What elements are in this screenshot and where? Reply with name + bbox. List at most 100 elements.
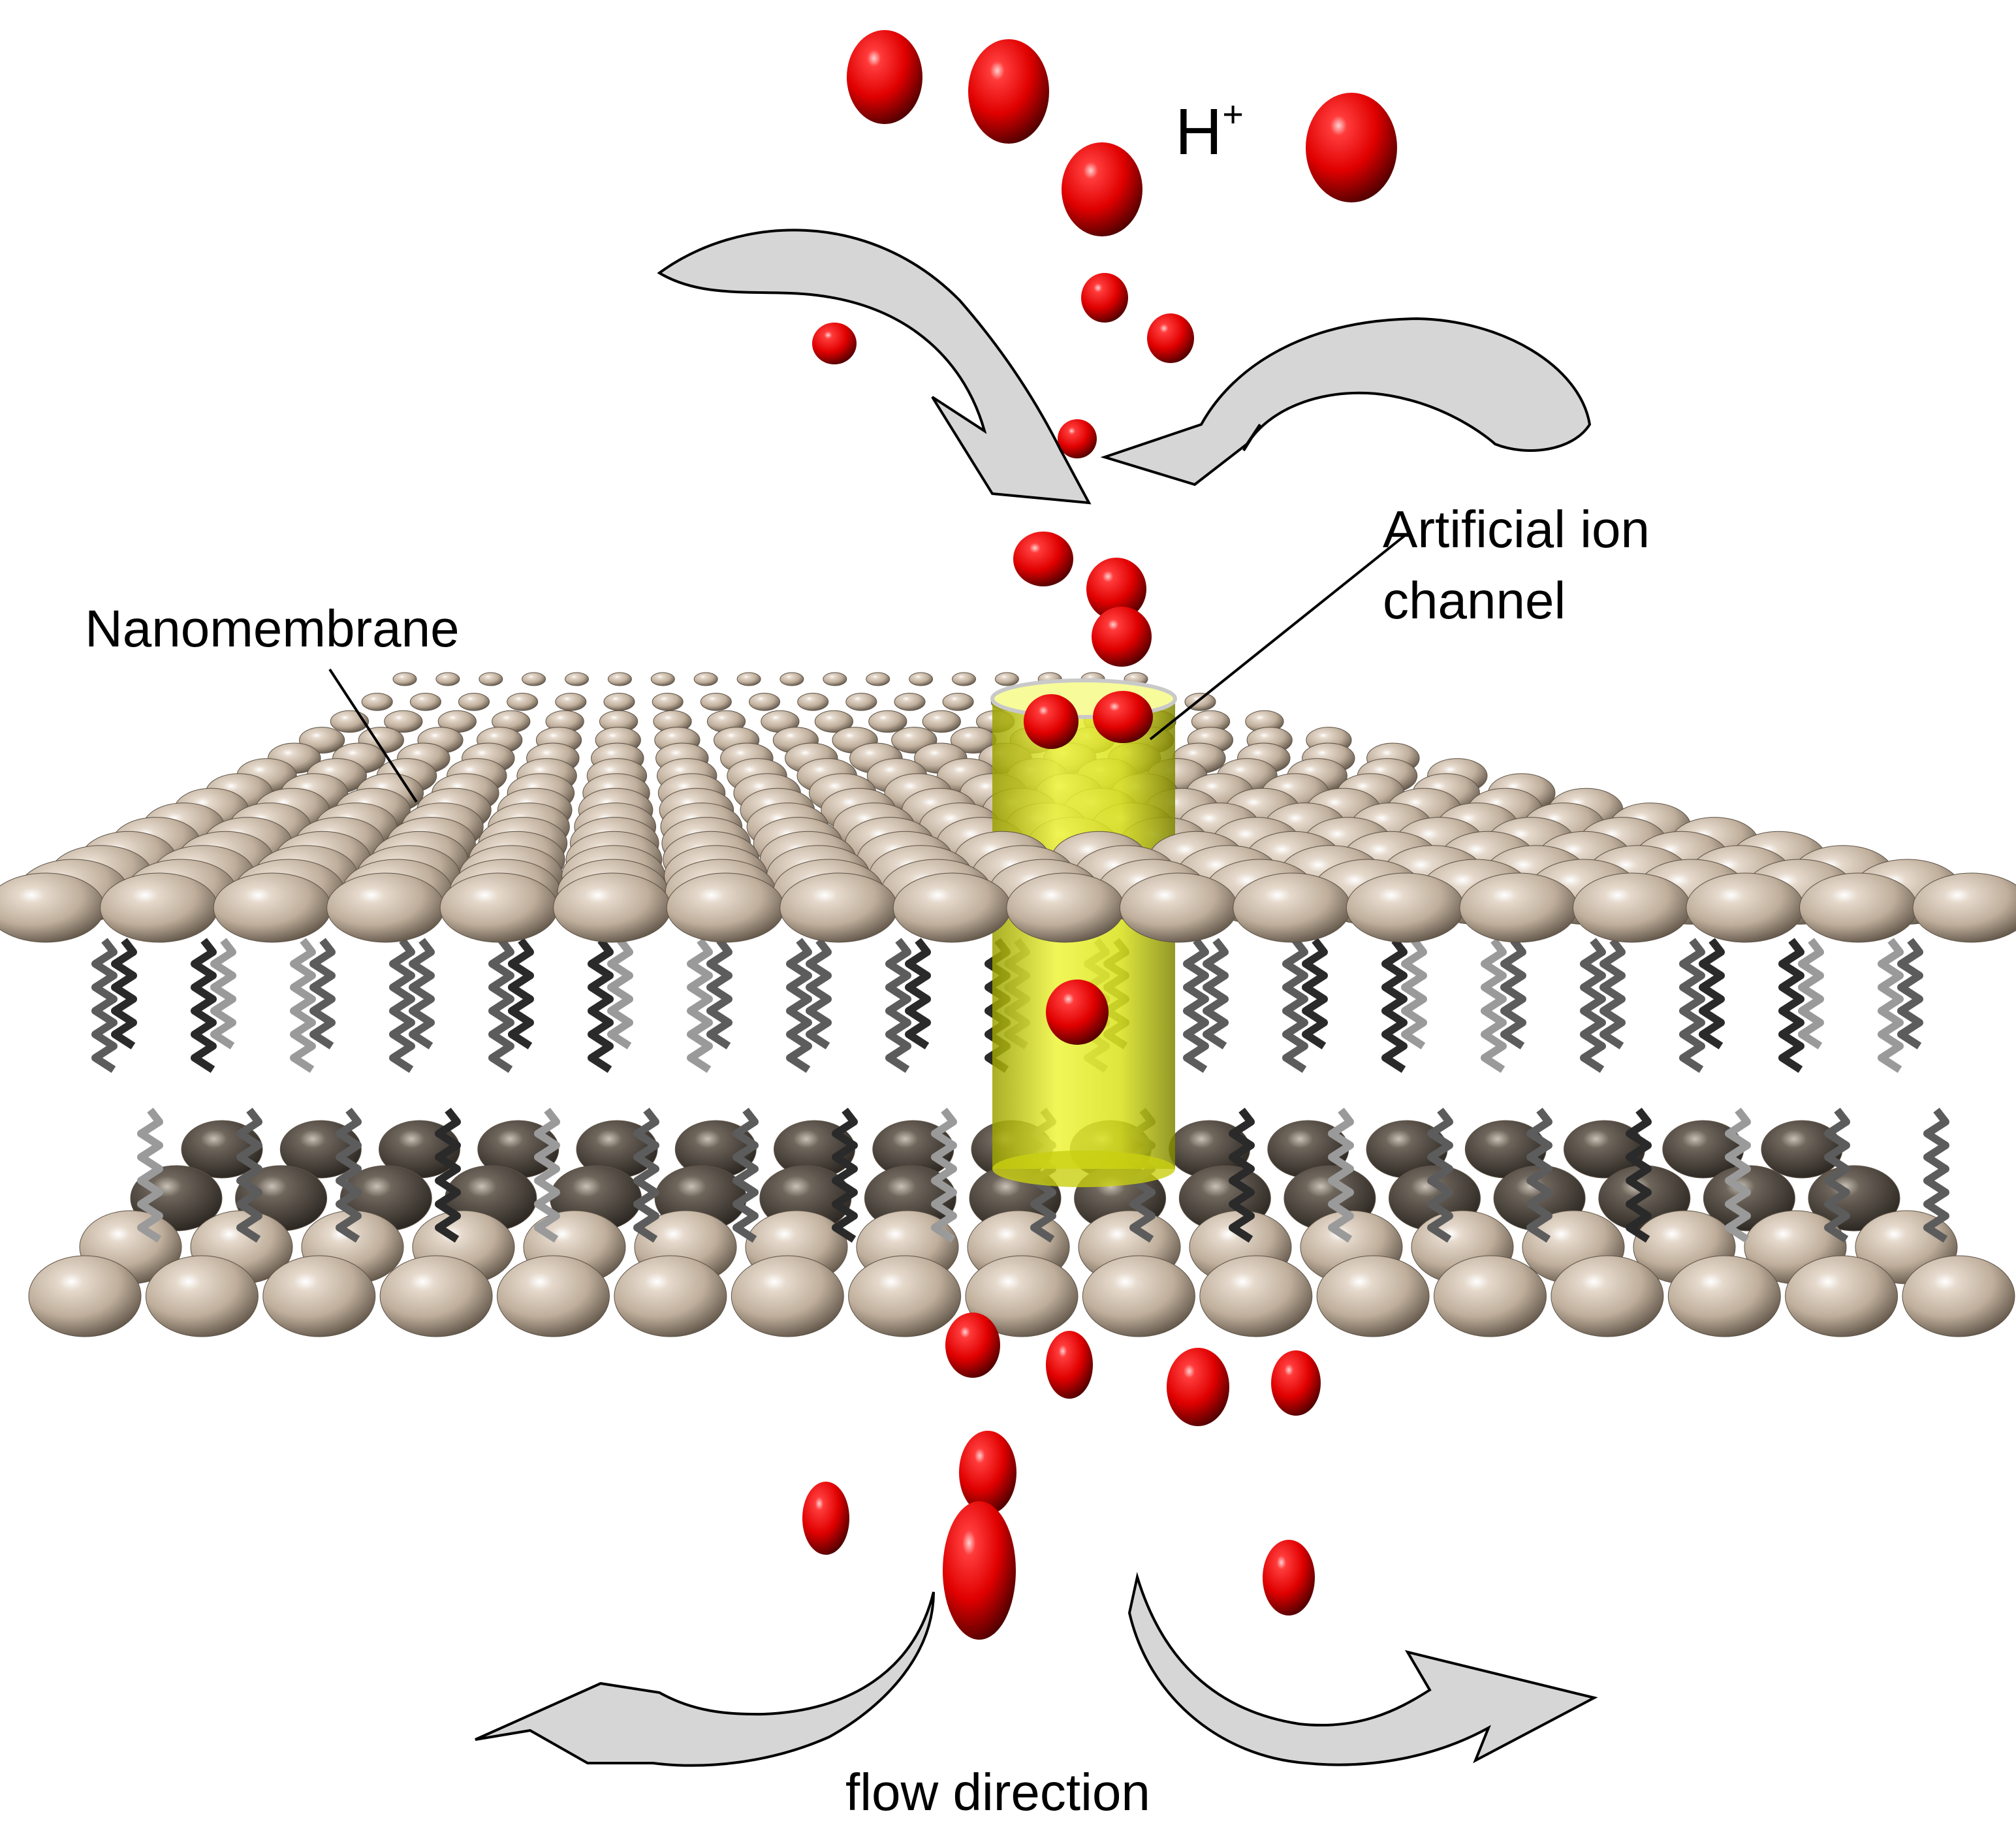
proton-ion [1167,1348,1229,1426]
lipid-tail [1526,1107,1552,1243]
lipid-head [650,672,675,686]
lipid-head [797,693,829,711]
proton-ion [802,1482,849,1555]
lipid-tail [1599,938,1626,1050]
lipid-head [603,693,635,711]
lipid-tail [111,938,137,1050]
lipid-head-lower [1902,1255,2015,1337]
lipid-head [736,672,761,686]
membrane-leader-line [328,668,418,803]
lipid-tail [1679,938,1705,1074]
lipid-tail [1427,1107,1453,1243]
lipid-head [909,672,934,686]
lipid-tail [1481,938,1507,1074]
lipid-head [892,872,1011,943]
lipid-head [522,672,546,686]
lipid-tail [210,938,236,1050]
proton-ion [812,323,857,364]
lipid-head-lower [848,1255,962,1337]
lipid-head [1686,872,1804,943]
lipid-tail [91,938,118,1074]
membrane-label: Nanomembrane [85,599,460,658]
lipid-head [749,693,780,711]
arrow-top-right [1100,317,1592,486]
lipid-head-lower [614,1255,727,1337]
lipid-tail [409,938,435,1050]
proton-ion [1024,694,1079,749]
lipid-head [666,872,785,943]
lipid-tail [732,1107,759,1243]
lipid-head [100,872,218,943]
lipid-tail [1282,938,1308,1074]
proton-ion [1263,1540,1315,1616]
lipid-tail [1229,1107,1255,1243]
lipid-head-lower [379,1255,493,1337]
proton-ion [1081,273,1128,323]
proton-ion [1046,1331,1093,1399]
lipid-head [922,710,961,733]
lipid-head [1572,872,1691,943]
lipid-tail [1798,938,1824,1050]
lipid-tail [191,938,217,1074]
lipid-head [361,693,393,711]
lipid-head [1459,872,1578,943]
lipid-tail [1824,1107,1850,1243]
channel-bottom [992,1151,1175,1187]
lipid-tail [508,938,534,1050]
lipid-tail [1183,938,1209,1074]
lipid-head [439,872,558,943]
lipid-tail [1401,938,1427,1050]
lipid-head [565,672,589,686]
lipid-tail [806,938,832,1050]
channel-label-line1: Artificial ion [1383,500,1650,558]
lipid-tail [1626,1107,1652,1243]
lipid-head-lower [262,1255,376,1337]
proton-ion [1058,419,1097,458]
proton-label: H+ [1175,93,1244,168]
lipid-head [1912,872,2016,943]
proton-ion [959,1431,1016,1514]
lipid-head [952,672,976,686]
lipid-head-lower [1316,1255,1430,1337]
lipid-tail [633,1107,659,1243]
arrow-top-left [657,229,1092,505]
lipid-head [823,672,847,686]
lipid-tail [1381,938,1408,1074]
leader-lines [328,534,1406,803]
flow-arrows [475,229,1598,1767]
proton-ion [968,39,1049,144]
proton-ion [945,1313,1000,1378]
lipid-head [942,693,974,711]
proton-ion [1271,1350,1321,1416]
lipid-tail [607,938,633,1050]
lipid-head [693,672,718,686]
lower-leaflet-heads [28,1120,2015,1337]
lipid-head [866,672,890,686]
proton-ion [1062,142,1142,236]
arrow-bottom-right [1127,1572,1598,1766]
lipid-head [326,872,445,943]
lipid-tail [137,1107,163,1243]
proton-ion [1147,313,1194,363]
lipid-head [435,672,460,686]
lipid-head [458,693,490,711]
lipid-tail [588,938,614,1074]
lipid-tail [1699,938,1725,1050]
lipid-tail [1302,938,1328,1050]
lipid-head [607,672,632,686]
lipid-head-lower [1785,1255,1898,1337]
lipid-head [894,693,926,711]
proton-ion [1086,558,1146,620]
lipid-tail [1500,938,1526,1050]
lipid-head [213,872,332,943]
lipid-tail [236,1107,262,1243]
lipid-head [1006,872,1125,943]
proton-ion [1306,93,1397,202]
lipid-head [392,672,417,686]
lipid-tail [435,1107,461,1243]
lipid-head [780,872,898,943]
proton-symbol: H [1175,95,1222,168]
lipid-tail [1897,938,1923,1050]
lipid-head [700,693,732,711]
